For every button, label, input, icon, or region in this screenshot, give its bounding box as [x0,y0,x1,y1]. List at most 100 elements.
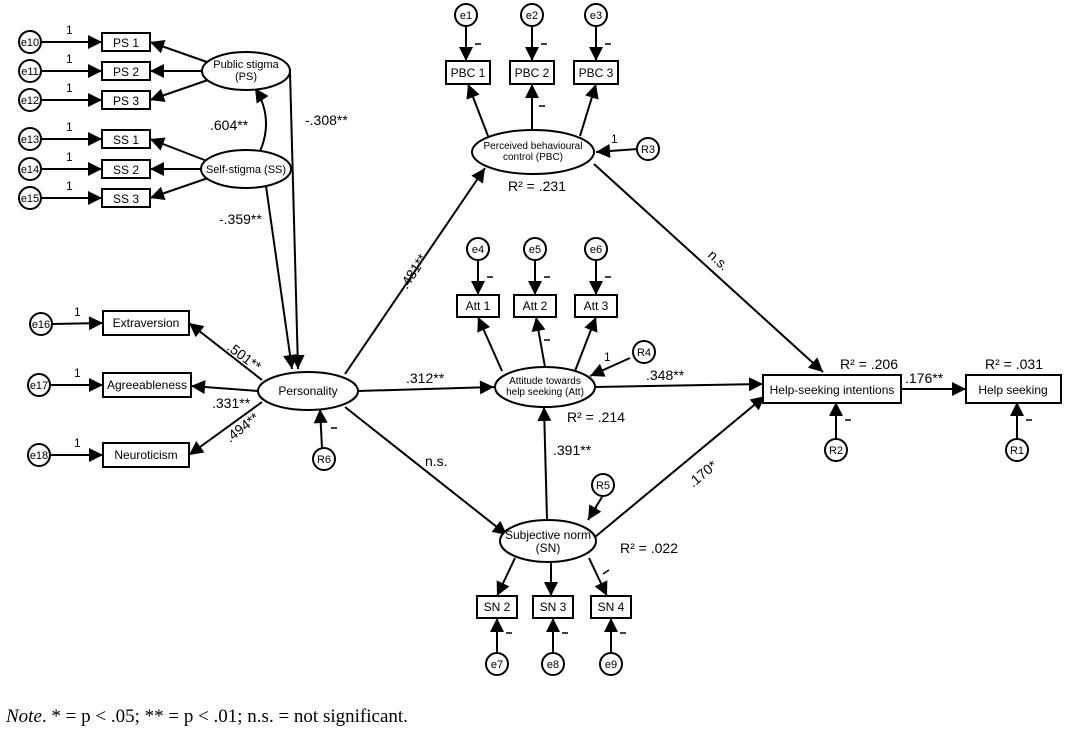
svg-text:e3: e3 [590,10,602,22]
error-e14: e14 [18,157,42,181]
path-personality-agreeableness [190,380,259,395]
error-e11: e11 [18,59,42,83]
error-e18: e18 [27,443,51,467]
r2-hsi: R² = .206 [840,356,898,372]
svg-text:Personality: Personality [278,384,337,398]
svg-text:PS 2: PS 2 [113,65,139,79]
svg-text:PBC 1: PBC 1 [451,66,486,80]
error-e3: e3 [584,3,608,27]
path-ps-personality [289,71,305,370]
path-att-att3 [574,316,598,372]
r-squared-labels: R² = .231 R² = .214 R² = .022 R² = .206 … [508,178,1043,556]
svg-text:Subjective norm(SN): Subjective norm(SN) [505,528,591,555]
svg-text:SN 3: SN 3 [540,600,567,614]
svg-text:e11: e11 [21,66,39,78]
loading-one: 1 [74,436,81,450]
path-sn-sn4 [588,557,608,597]
path-pbc-hsi [593,163,824,373]
latent-personality: Personality [257,371,359,411]
error-e9: e9 [599,652,623,676]
error-e7: e7 [485,652,509,676]
coef-ps-personality: -.308** [305,112,348,128]
svg-text:e14: e14 [21,164,39,176]
loading-one: 1 [66,179,73,193]
svg-text:PS 1: PS 1 [113,36,139,50]
svg-text:e2: e2 [526,10,538,22]
svg-text:e15: e15 [21,193,39,205]
r2-att: R² = .214 [567,409,625,425]
box-neuroticism: Neuroticism [102,442,190,468]
path-sn-sn2 [496,557,516,597]
box-sn2: SN 2 [476,595,518,619]
loading-one: 1 [74,305,81,319]
r2-sn: R² = .022 [620,540,678,556]
box-ps1: PS 1 [101,32,151,52]
latent-pbc-line1: Perceived behavioural [484,141,583,152]
svg-text:e6: e6 [590,244,602,256]
residual-r1: R1 [1005,438,1029,462]
path-e16-extraversion [51,316,104,331]
svg-text:e18: e18 [30,450,48,462]
svg-text:Att 3: Att 3 [584,299,609,313]
path-r6-personality [313,408,328,449]
loading-one: 1 [66,81,73,95]
box-agreeableness: Agreeableness [102,372,192,398]
residual-r2: R2 [824,438,848,462]
svg-text:PS 3: PS 3 [113,94,139,108]
latent-pbc-line2: control (PBC) [503,152,563,163]
box-att3: Att 3 [574,294,618,318]
error-e4: e4 [466,237,490,261]
svg-text:R2: R2 [829,445,843,457]
path-att-att2 [531,316,546,368]
svg-text:PBC 2: PBC 2 [515,66,550,80]
residual-r5: R5 [591,473,615,497]
coef-personality-sn: n.s. [425,453,448,469]
svg-text:SS 1: SS 1 [113,133,139,147]
latent-variables: Public stigma(PS) Self-stigma (SS) Perso… [200,51,597,563]
note-lead: Note [6,706,42,727]
svg-text:e5: e5 [529,244,541,256]
svg-text:R6: R6 [317,454,331,466]
svg-text:Att 1: Att 1 [466,299,491,313]
svg-text:SN 2: SN 2 [484,600,511,614]
error-e10: e10 [18,30,42,54]
path-r5-sn [587,496,603,521]
note-text: . * = p < .05; ** = p < .01; n.s. = not … [41,706,408,727]
error-e15: e15 [18,186,42,210]
error-e12: e12 [18,88,42,112]
observed-variables: PS 1 PS 2 PS 3 SS 1 SS 2 SS 3 Extraversi… [101,32,1062,619]
loading-one: 1 [604,350,611,364]
residual-r6: R6 [312,447,336,471]
box-ps2: PS 2 [101,61,151,81]
error-e16: e16 [29,312,53,336]
loading-one: 1 [611,132,618,146]
svg-text:Self-stigma (SS): Self-stigma (SS) [206,164,286,176]
r2-pbc: R² = .231 [508,178,566,194]
error-e17: e17 [27,373,51,397]
box-sn3: SN 3 [532,595,574,619]
error-terms: e10 e11 e12 e13 e14 e15 e16 e17 e18 e1 e… [18,3,1029,676]
residual-r3: R3 [636,137,660,161]
fixed-loadings: 1 1 1 1 1 1 1 1 1 1 1 [66,23,618,450]
path-personality-pbc [344,167,486,375]
r2-hs: R² = .031 [985,356,1043,372]
svg-text:Neuroticism: Neuroticism [114,448,177,462]
svg-text:Att 2: Att 2 [523,299,548,313]
coef-ss-personality: -.359** [219,211,262,227]
svg-text:R1: R1 [1010,445,1024,457]
svg-text:R4: R4 [637,347,651,359]
svg-text:R3: R3 [641,144,655,156]
coef-ps-ss-covariance: .604** [210,117,249,133]
path-att-hsi [594,377,764,392]
box-help-seeking: Help seeking [965,374,1062,404]
error-e5: e5 [523,237,547,261]
box-att1: Att 1 [456,294,500,318]
box-att2: Att 2 [513,294,557,318]
latent-sn-line2: (SN) [536,541,561,555]
error-e2: e2 [520,3,544,27]
footnote: Note. * = p < .05; ** = p < .01; n.s. = … [6,706,408,728]
